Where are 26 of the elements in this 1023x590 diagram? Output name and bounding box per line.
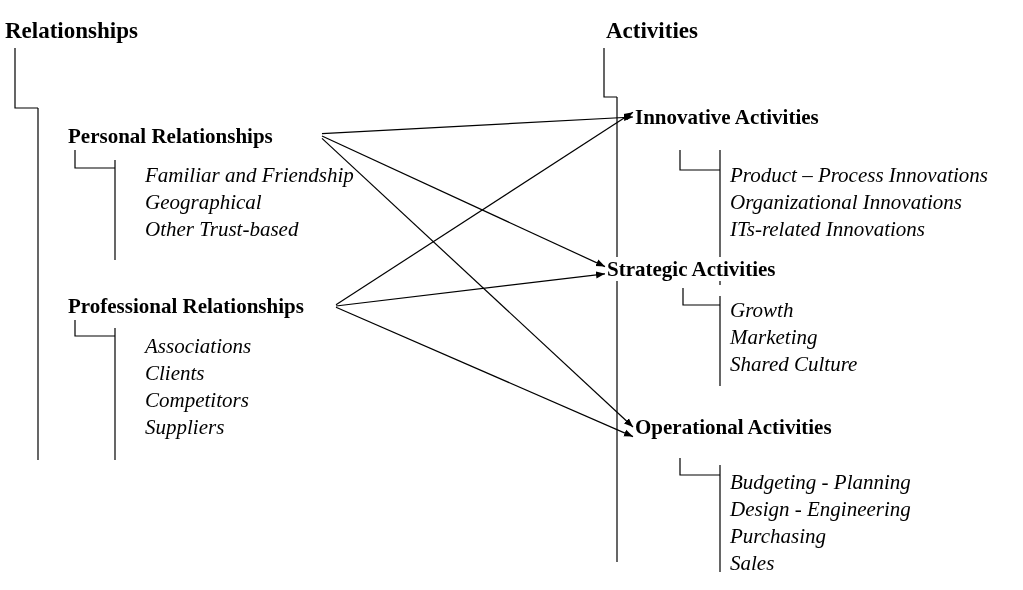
list-item: Budgeting - Planning (730, 472, 911, 492)
list-item: ITs-related Innovations (730, 219, 926, 239)
arrow (321, 113, 634, 135)
list-item: Purchasing (730, 526, 827, 546)
arrow (335, 271, 606, 307)
list-item: Other Trust-based (145, 219, 299, 239)
arrow (321, 137, 634, 428)
list-item: Associations (145, 336, 252, 356)
list-item: Familiar and Friendship (145, 165, 354, 185)
list-item: Sales (730, 553, 775, 573)
heading-text: Strategic Activities (607, 257, 776, 281)
list-item: Competitors (145, 390, 249, 410)
list-item: Design - Engineering (730, 499, 911, 519)
arrow (335, 111, 634, 306)
list-item: Shared Culture (730, 354, 858, 374)
list-item: Marketing (730, 327, 818, 347)
column-title: Relationships (5, 20, 138, 42)
arrow (321, 135, 606, 268)
list-item: Clients (145, 363, 205, 383)
list-item: Suppliers (145, 417, 225, 437)
list-item: Product – Process Innovations (730, 165, 988, 185)
arrow (335, 306, 634, 438)
list-item: Growth (730, 300, 794, 320)
column-title: Activities (606, 20, 698, 42)
list-item: Geographical (145, 192, 262, 212)
list-item: Organizational Innovations (730, 192, 962, 212)
